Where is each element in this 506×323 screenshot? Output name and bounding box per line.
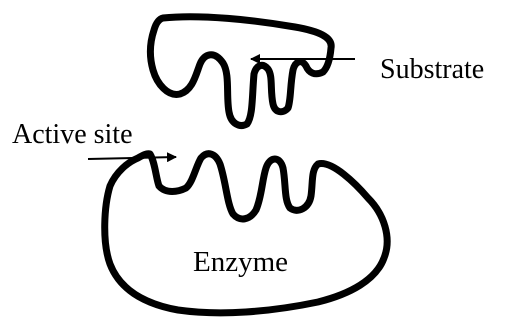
enzyme-shape <box>105 154 387 313</box>
substrate-shape <box>150 17 331 126</box>
substrate-label: Substrate <box>380 56 484 84</box>
active-site-label: Active site <box>12 121 133 149</box>
active-site-arrow <box>88 157 176 159</box>
enzyme-label: Enzyme <box>193 248 288 277</box>
